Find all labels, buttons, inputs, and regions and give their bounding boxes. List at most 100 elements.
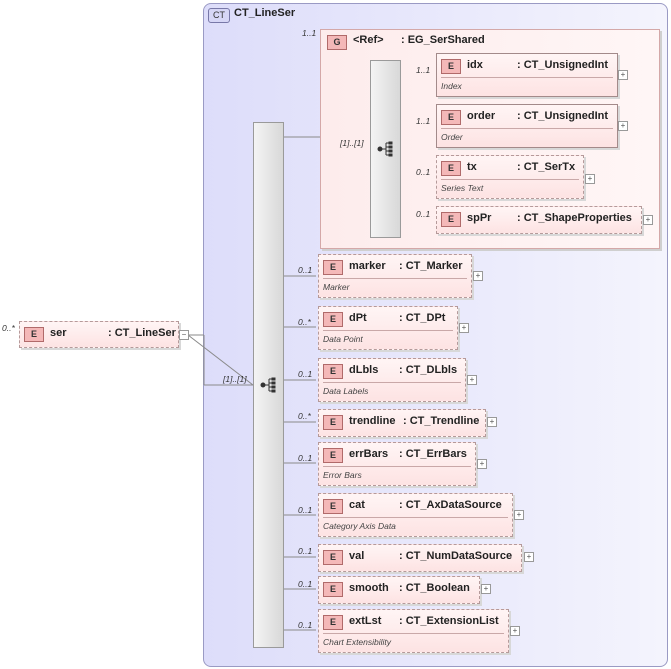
element-description: Category Axis Data [323,521,396,531]
marker-cardinality: 0..1 [298,265,313,275]
element-val[interactable]: E val : CT_NumDataSource [318,544,522,572]
element-type: : CT_ExtensionList [399,615,499,627]
sppr-cardinality: 0..1 [416,209,431,219]
element-badge: E [441,212,461,227]
element-type: : CT_UnsignedInt [517,110,609,122]
expand-button[interactable]: + [524,552,534,562]
group-sequence-compositor[interactable] [370,60,401,238]
expand-button[interactable]: + [473,271,483,281]
group-type: : EG_SerShared [401,34,485,46]
element-description: Chart Extensibility [323,637,392,647]
expand-button[interactable]: + [643,215,653,225]
expand-button[interactable]: + [514,510,524,520]
element-name: marker [349,260,386,272]
root-cardinality: 0..* [2,323,15,333]
smooth-cardinality: 0..1 [298,579,313,589]
element-badge: E [441,161,461,176]
separator [323,278,467,279]
element-badge: E [323,499,343,514]
element-type: : CT_DLbls [399,364,458,376]
element-description: Order [441,132,463,142]
expand-button[interactable]: + [459,323,469,333]
element-type: : CT_UnsignedInt [517,59,609,71]
collapse-button[interactable]: − [179,330,189,340]
element-badge: E [323,364,343,379]
element-description: Data Labels [323,386,369,396]
element-ser[interactable]: E ser : CT_LineSer [19,321,179,348]
separator [441,179,579,180]
extlst-cardinality: 0..1 [298,620,313,630]
element-name: ser [50,327,67,339]
dpt-cardinality: 0..* [298,317,311,327]
element-type: : CT_ErrBars [399,448,467,460]
dlbls-cardinality: 0..1 [298,369,313,379]
element-badge: E [323,260,343,275]
expand-button[interactable]: + [477,459,487,469]
element-type: : CT_DPt [399,312,446,324]
expand-button[interactable]: + [618,121,628,131]
val-cardinality: 0..1 [298,546,313,556]
errbars-cardinality: 0..1 [298,453,313,463]
element-badge: E [24,327,44,342]
element-badge: E [323,550,343,565]
separator [441,128,613,129]
element-name: smooth [349,582,389,594]
element-tx[interactable]: E tx : CT_SerTx Series Text [436,155,584,199]
separator [323,466,471,467]
complex-type-title: CT_LineSer [234,7,296,19]
element-badge: E [323,615,343,630]
element-extlst[interactable]: E extLst : CT_ExtensionList Chart Extens… [318,609,509,653]
complex-type-badge: CT [208,8,230,23]
element-name: extLst [349,615,382,627]
element-badge: E [441,59,461,74]
element-description: Series Text [441,183,484,193]
element-description: Error Bars [323,470,362,480]
separator [441,77,613,78]
element-dpt[interactable]: E dPt : CT_DPt Data Point [318,306,458,350]
element-name: dPt [349,312,367,324]
separator [323,517,508,518]
group-cardinality: 1..1 [302,28,317,38]
group-name: <Ref> [353,34,384,46]
expand-button[interactable]: + [467,375,477,385]
element-name: order [467,110,496,122]
element-type: : CT_ShapeProperties [517,212,632,224]
trendline-cardinality: 0..* [298,411,311,421]
element-name: errBars [349,448,389,460]
group-badge: G [327,35,347,50]
expand-button[interactable]: + [618,70,628,80]
element-errbars[interactable]: E errBars : CT_ErrBars Error Bars [318,442,476,486]
sequence-compositor[interactable] [253,122,284,648]
expand-button[interactable]: + [481,584,491,594]
element-idx[interactable]: E idx : CT_UnsignedInt Index [436,53,618,97]
element-name: tx [467,161,477,173]
element-name: trendline [349,415,396,427]
expand-button[interactable]: + [487,417,497,427]
separator [323,633,504,634]
sequence-cardinality: [1]..[1] [223,374,247,384]
element-marker[interactable]: E marker : CT_Marker Marker [318,254,472,298]
element-badge: E [441,110,461,125]
element-name: cat [349,499,365,511]
element-smooth[interactable]: E smooth : CT_Boolean [318,576,480,604]
element-order[interactable]: E order : CT_UnsignedInt Order [436,104,618,148]
element-name: dLbls [349,364,379,376]
expand-button[interactable]: + [585,174,595,184]
element-name: val [349,550,365,562]
element-sppr[interactable]: E spPr : CT_ShapeProperties [436,206,642,234]
element-dlbls[interactable]: E dLbls : CT_DLbls Data Labels [318,358,466,402]
element-name: spPr [467,212,492,224]
element-name: idx [467,59,483,71]
idx-cardinality: 1..1 [416,65,431,75]
element-badge: E [323,415,343,430]
element-type: : CT_Boolean [399,582,470,594]
element-badge: E [323,312,343,327]
cat-cardinality: 0..1 [298,505,313,515]
expand-button[interactable]: + [510,626,520,636]
element-description: Data Point [323,334,363,344]
group-sequence-cardinality: [1]..[1] [340,138,364,148]
element-badge: E [323,582,343,597]
element-cat[interactable]: E cat : CT_AxDataSource Category Axis Da… [318,493,513,537]
element-trendline[interactable]: E trendline : CT_Trendline [318,409,486,437]
element-description: Index [441,81,462,91]
